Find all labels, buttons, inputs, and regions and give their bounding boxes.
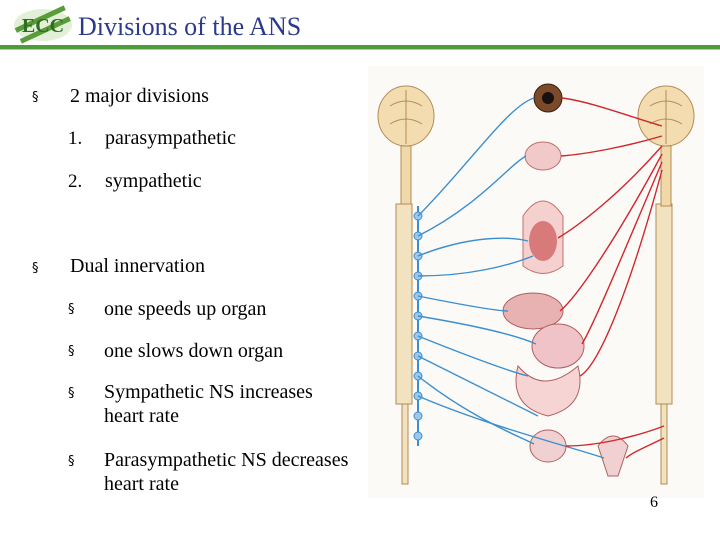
item-major-divisions: 2 major divisions — [70, 85, 209, 107]
title-divider — [0, 45, 720, 49]
list-number: 2. — [68, 171, 83, 192]
item-dual-innervation: Dual innervation — [70, 255, 205, 277]
bullet-icon: § — [68, 302, 75, 317]
list-item-slows-down: one slows down organ — [104, 340, 284, 362]
organ-illustrations — [502, 83, 629, 477]
title-divider-highlight — [0, 49, 720, 50]
list-item-sympathetic: sympathetic — [105, 170, 202, 192]
sympathetic-brain-icon — [377, 85, 435, 207]
list-item-speeds-up: one speeds up organ — [104, 298, 267, 320]
parasympathetic-nerve-lines — [557, 97, 665, 459]
slide-title: Divisions of the ANS — [78, 12, 302, 41]
list-item-sympathetic-heart: Sympathetic NS increases heart rate — [104, 381, 313, 427]
ans-innervation-diagram — [368, 66, 704, 498]
bullet-icon: § — [68, 386, 75, 401]
page-number: 6 — [650, 494, 658, 511]
list-item-parasympathetic: parasympathetic — [105, 127, 237, 149]
bullet-icon: § — [32, 261, 39, 276]
bullet-icon: § — [68, 454, 75, 469]
parasympathetic-brain-icon — [637, 85, 695, 485]
list-item-parasympathetic-heart: Parasympathetic NS decreases heart rate — [104, 449, 349, 495]
bullet-icon: § — [68, 344, 75, 359]
svg-text:ECC: ECC — [22, 15, 64, 37]
sympathetic-chain-icon — [395, 203, 423, 485]
list-number: 1. — [68, 128, 83, 149]
ecc-logo: ECC — [14, 5, 72, 44]
bullet-icon: § — [32, 90, 39, 105]
sympathetic-nerve-lines — [417, 97, 605, 459]
